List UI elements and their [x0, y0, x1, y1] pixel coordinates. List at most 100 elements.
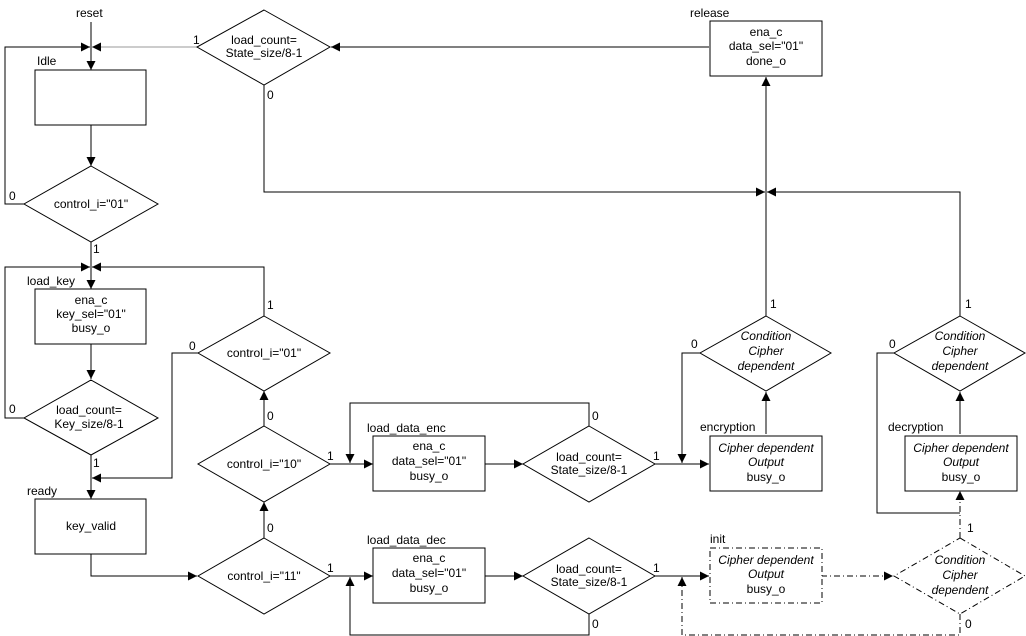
state-line: Output: [748, 567, 785, 581]
decision-line: Condition: [935, 329, 986, 343]
branch-label-zero: 0: [592, 617, 599, 631]
decision-line: State_size/8-1: [226, 46, 303, 60]
decision-key-load-count: load_count= Key_size/8-1: [22, 379, 160, 456]
branch-label-one: 1: [93, 242, 100, 256]
decision-control-01-top: control_i="01": [22, 165, 160, 243]
state-name: load_data_enc: [367, 421, 446, 435]
state-name: load_key: [27, 274, 75, 288]
state-encryption: encryption Cipher dependent Output busy_…: [700, 420, 823, 492]
control-01-mid-yes-loop: [92, 262, 265, 316]
state-line: busy_o: [747, 582, 786, 596]
state-line: Cipher dependent: [718, 441, 814, 455]
top-decision-no-arrow: [263, 85, 765, 197]
branch-label-zero: 0: [965, 617, 972, 631]
branch-label-one: 1: [327, 449, 334, 463]
state-line: data_sel="01": [392, 454, 466, 468]
state-line: data_sel="01": [729, 39, 803, 53]
branch-label-one: 1: [653, 449, 660, 463]
state-line: ena_c: [750, 25, 783, 39]
dec-condition-yes-arrow: [767, 187, 961, 316]
enc-condition-no-loop: [677, 352, 700, 463]
state-decryption: decryption Cipher dependent Output busy_…: [888, 420, 1018, 492]
state-line: Output: [943, 455, 980, 469]
state-line: done_o: [746, 54, 786, 68]
decision-enc-condition: Condition Cipher dependent: [698, 315, 833, 392]
decision-line: control_i="10": [227, 457, 301, 471]
decision-line: load_count=: [556, 562, 622, 576]
control-01-no-loop: [4, 42, 90, 205]
branch-label-one: 1: [770, 297, 777, 311]
decision-init-condition: Condition Cipher dependent: [892, 537, 1026, 615]
branch-labels: 1 0 0 1 0 1 0 1 0 1 0 1 0 1 1 0 0 1 0 1 …: [9, 33, 974, 631]
decision-line: Cipher: [942, 344, 978, 358]
state-load-data-dec: load_data_dec ena_c data_sel="01" busy_o: [367, 533, 486, 604]
state-line: Output: [748, 455, 785, 469]
enc-count-no-loop: [345, 402, 590, 463]
branch-label-one: 1: [653, 561, 660, 575]
state-load-data-enc: load_data_enc ena_c data_sel="01" busy_o: [367, 421, 486, 492]
decision-line: control_i="01": [54, 197, 128, 211]
branch-label-zero: 0: [9, 402, 16, 416]
decision-line: control_i="11": [227, 569, 300, 583]
branch-label-one: 1: [267, 298, 274, 312]
connections: [4, 22, 965, 636]
decision-line: control_i="01": [227, 346, 301, 360]
state-name: init: [710, 532, 726, 546]
branch-label-zero: 0: [889, 337, 896, 351]
dec-count-no-loop: [345, 577, 590, 636]
state-ready: ready key_valid: [27, 484, 147, 555]
branch-label-zero: 0: [267, 409, 274, 423]
decision-line: dependent: [738, 359, 795, 373]
decision-line: load_count=: [56, 403, 122, 417]
state-init: init Cipher dependent Output busy_o: [709, 532, 823, 604]
decision-line: State_size/8-1: [551, 463, 628, 477]
decision-line: load_count=: [556, 450, 622, 464]
decision-line: Condition: [935, 553, 986, 567]
state-line: ena_c: [413, 439, 446, 453]
ready-to-control-11-arrow: [90, 554, 197, 581]
decision-control-11: control_i="11": [196, 537, 332, 615]
decision-line: Cipher: [748, 344, 784, 358]
state-load-key: load_key ena_c key_sel="01" busy_o: [27, 274, 147, 345]
state-line: busy_o: [410, 581, 449, 595]
state-name: encryption: [700, 420, 755, 434]
init-condition-no-loop: [677, 577, 961, 636]
state-name: load_data_dec: [367, 533, 446, 547]
branch-label-one: 1: [965, 297, 972, 311]
decision-line: Cipher: [942, 568, 978, 582]
state-line: busy_o: [410, 469, 449, 483]
decision-dec-condition: Condition Cipher dependent: [892, 315, 1026, 392]
decision-line: Key_size/8-1: [54, 417, 124, 431]
decision-line: dependent: [932, 583, 989, 597]
state-line: busy_o: [942, 470, 981, 484]
decision-line: load_count=: [231, 33, 297, 47]
branch-label-one: 1: [967, 521, 974, 535]
state-line: key_valid: [66, 519, 116, 533]
branch-label-zero: 0: [267, 521, 274, 535]
branch-label-zero: 0: [691, 337, 698, 351]
branch-label-one: 1: [327, 561, 334, 575]
state-line: ena_c: [75, 293, 108, 307]
branch-label-zero: 0: [189, 339, 196, 353]
state-release: release ena_c data_sel="01" done_o: [690, 6, 823, 77]
decision-dec-load-count: load_count= State_size/8-1: [521, 537, 657, 615]
dec-condition-no-loop: [876, 352, 960, 514]
reset-label: reset: [76, 6, 103, 20]
control-01-mid-no-arrow: [92, 352, 198, 483]
decision-line: dependent: [932, 359, 989, 373]
decision-top-load-count: load_count= State_size/8-1: [195, 9, 332, 86]
state-name: decryption: [888, 420, 943, 434]
branch-label-one: 1: [193, 33, 200, 47]
state-line: data_sel="01": [392, 566, 466, 580]
branch-label-zero: 0: [9, 189, 16, 203]
state-name: Idle: [37, 54, 57, 68]
state-line: Cipher dependent: [718, 553, 814, 567]
state-line: Cipher dependent: [913, 441, 1009, 455]
state-name: ready: [27, 484, 57, 498]
decision-line: State_size/8-1: [551, 575, 628, 589]
key-count-no-loop: [4, 262, 90, 419]
state-line: busy_o: [747, 470, 786, 484]
branch-label-one: 1: [93, 456, 100, 470]
decision-control-01-mid: control_i="01": [196, 315, 332, 392]
